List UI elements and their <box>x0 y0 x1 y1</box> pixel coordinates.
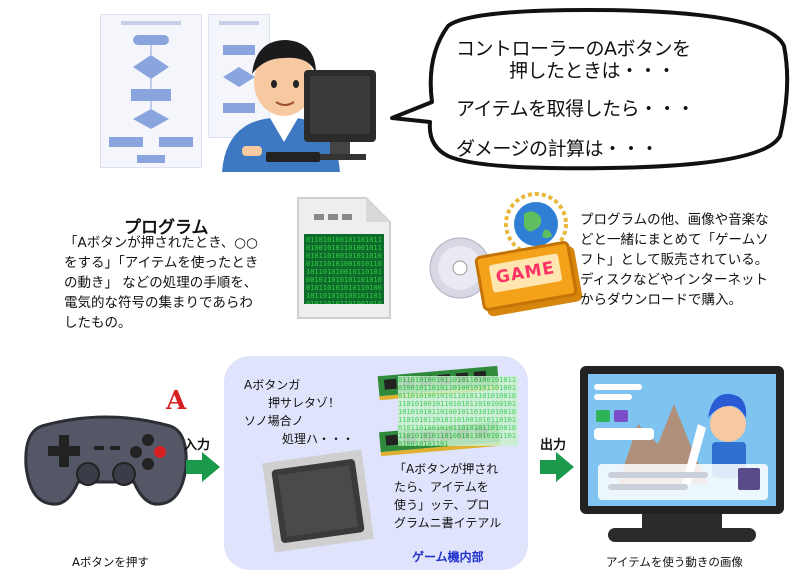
disc-icon <box>429 237 491 299</box>
binary-code-block: 0110101001011010110100101011010010110101… <box>306 236 382 304</box>
programmer-illustration <box>222 40 376 172</box>
bubble-line-2: 押したときは・・・ <box>509 60 676 82</box>
program-title: プログラム <box>124 218 209 238</box>
input-arrow-icon <box>186 452 220 482</box>
input-label: 入力 <box>184 438 211 453</box>
game-internal-label: ゲーム機内部 <box>412 550 484 564</box>
output-arrow-icon <box>540 452 574 482</box>
game-controller-icon <box>24 415 188 506</box>
globe-network-icon <box>504 192 568 256</box>
flowchart-diagram-icon <box>109 21 193 163</box>
game-badge: GAME <box>488 253 563 293</box>
speech-bubble <box>390 8 790 171</box>
controller-caption: Aボタンを押す <box>72 555 149 569</box>
memory-voice: 「Aボタンが押され たら、アイテムを 使う」ッテ、プロ グラムニ書イテアル <box>394 462 502 530</box>
program-description: 「Aボタンが押されたとき、○○ をする」「アイテムを使ったとき の動き」 などの… <box>64 235 259 331</box>
game-monitor-illustration <box>580 366 784 542</box>
flowchart-sheet-left <box>100 14 202 168</box>
bubble-line-1: コントローラーのAボタンを <box>456 38 691 60</box>
bubble-line-4: ダメージの計算は・・・ <box>456 138 659 160</box>
controller-a-letter: A <box>166 386 187 416</box>
memory-binary-block: 0110101001011010110100101011010010110101… <box>398 376 518 446</box>
monitor-caption: アイテムを使う動きの画像 <box>606 555 743 569</box>
game-soft-description: プログラムの他、画像や音楽な どと一緒にまとめて「ゲームソ フト」として販売され… <box>580 212 769 308</box>
cpu-voice: Aボタンガ 押サレタゾ！ ソノ場合ノ 処理ハ・・・ <box>244 378 355 446</box>
cpu-chip-icon <box>262 449 374 553</box>
bubble-line-3: アイテムを取得したら・・・ <box>456 98 695 120</box>
output-label: 出力 <box>540 438 567 453</box>
binary-file-icon <box>297 197 391 319</box>
